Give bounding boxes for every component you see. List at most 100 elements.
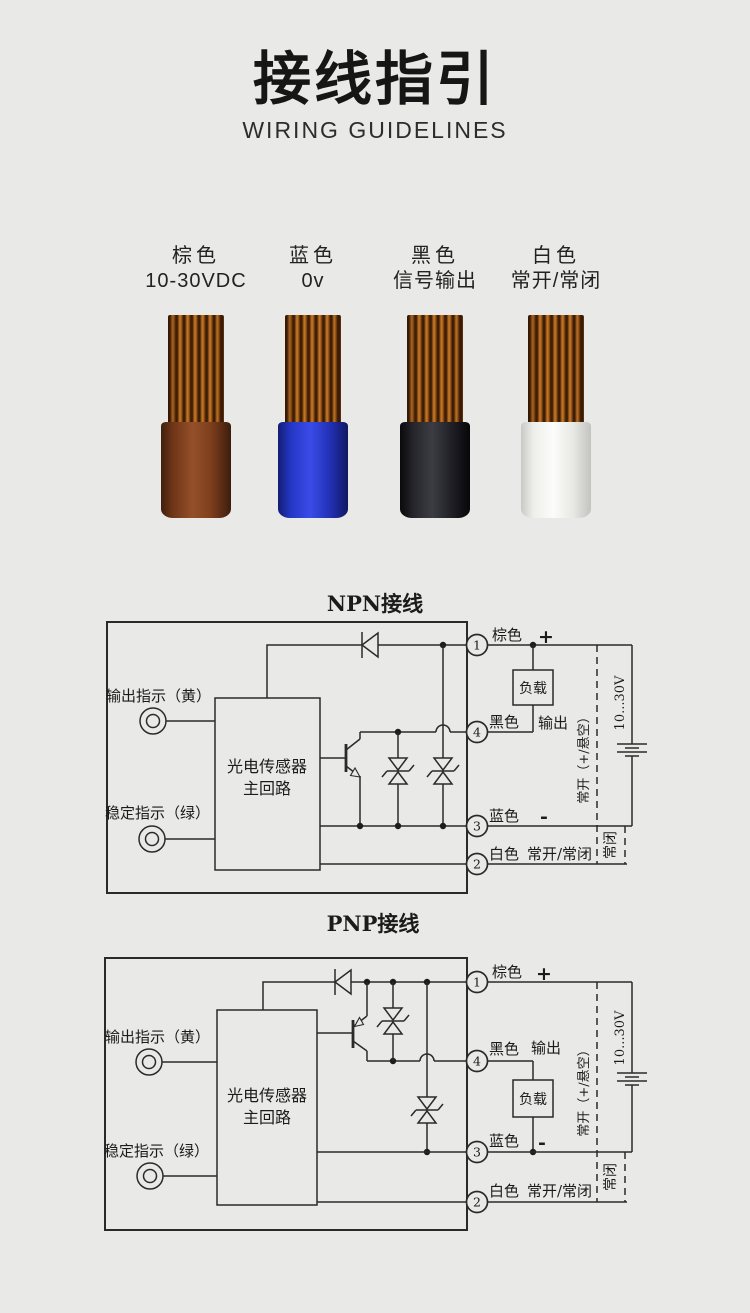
svg-text:4: 4 [473, 1054, 481, 1069]
npn-voltage-label: 10...30V [613, 675, 628, 730]
pnp-wire [487, 1060, 534, 1080]
npn-terminal4-wire-label: 黑色 [489, 713, 519, 731]
pnp-wire [262, 981, 335, 1010]
npn-no-rotated-label: 常开（+/悬空） [577, 710, 592, 803]
page-title: 接线指引 [252, 47, 497, 112]
npn-wire [487, 705, 534, 733]
pnp-output-indicator-label: 输出指示（黄） [105, 1028, 210, 1046]
wire-function: 0v [301, 270, 325, 292]
wire-label: 黑色 信号输出 [370, 244, 500, 294]
pnp-terminal-3: 3 [465, 1140, 489, 1164]
npn-load-label: 负载 [519, 681, 547, 697]
pnp-outer-box [104, 957, 468, 1231]
npn-wire [266, 644, 362, 698]
pnp-plus-sign: + [536, 963, 552, 985]
wire-color-name: 棕色 [172, 245, 220, 267]
copper-strands-icon [407, 315, 463, 423]
npn-stable-indicator-label: 稳定指示（绿） [105, 804, 210, 822]
copper-strands-icon [168, 315, 224, 423]
pnp-diode-icon [333, 968, 352, 996]
wire-sleeve-icon [278, 422, 348, 518]
wire-sleeve-icon [161, 422, 231, 518]
pnp-output-led-icon [135, 1048, 163, 1076]
pnp-terminal3-wire-label: 蓝色 [489, 1132, 519, 1150]
npn-nonc-label: 常开/常闭 [527, 845, 592, 863]
npn-title: NPN接线 [327, 591, 423, 616]
junction-dot [394, 822, 402, 830]
pnp-stable-indicator-label: 稳定指示（绿） [104, 1142, 209, 1160]
pnp-transistor-icon [317, 982, 368, 1061]
npn-main-box-text: 光电传感器 [227, 757, 307, 776]
pnp-main-box-text: 主回路 [243, 1108, 291, 1127]
svg-text:1: 1 [473, 975, 481, 990]
pnp-terminal-2: 2 [465, 1190, 489, 1214]
tvs-diode-icon [381, 757, 415, 785]
junction-dot [439, 822, 447, 830]
pnp-terminal1-wire-label: 棕色 [492, 963, 522, 981]
copper-strands-icon [285, 315, 341, 423]
npn-terminal-3: 3 [465, 814, 489, 838]
npn-diode-icon [360, 631, 379, 659]
svg-text:4: 4 [473, 725, 481, 740]
wire-sleeve-icon [521, 422, 591, 518]
wire-photo-brown [131, 315, 261, 520]
npn-terminal-4: 4 [465, 720, 489, 744]
wire-photo-black [370, 315, 500, 520]
wire-hop [435, 724, 451, 733]
npn-stable-led-icon [138, 825, 166, 853]
npn-wire [359, 731, 467, 739]
copper-strands-icon [528, 315, 584, 423]
legend-wire-blue: 蓝色 0v [248, 0, 378, 530]
wire-label: 白色 常开/常闭 [491, 244, 621, 294]
wire-function: 10-30VDC [145, 270, 247, 292]
pnp-output-label: 输出 [531, 1039, 561, 1057]
pnp-stable-led-icon [136, 1162, 164, 1190]
pnp-main-box-text: 光电传感器 [227, 1086, 307, 1105]
pnp-nc-rotated-label: 常闭 [603, 1163, 619, 1191]
legend-wire-brown: 棕色 10-30VDC [131, 0, 261, 530]
npn-terminal3-wire-label: 蓝色 [489, 807, 519, 825]
pnp-terminal4-wire-label: 黑色 [489, 1040, 519, 1058]
svg-text:1: 1 [473, 638, 481, 653]
wire-color-name: 蓝色 [289, 245, 337, 267]
pnp-battery-icon [616, 982, 648, 1152]
legend-wire-black: 黑色 信号输出 [370, 0, 500, 530]
wire-function: 常开/常闭 [510, 270, 602, 292]
pnp-terminal-4: 4 [465, 1049, 489, 1073]
npn-transistor-icon [320, 738, 362, 826]
npn-terminal1-wire-label: 棕色 [492, 626, 522, 644]
wire-label: 蓝色 0v [248, 244, 378, 294]
npn-outer-box [106, 621, 468, 894]
pnp-terminal2-wire-label: 白色 [489, 1182, 519, 1200]
npn-plus-sign: + [538, 626, 554, 648]
pnp-minus-sign: - [538, 1132, 546, 1154]
svg-text:2: 2 [473, 1195, 481, 1210]
npn-terminal-1: 1 [465, 633, 489, 657]
wire-color-name: 黑色 [411, 245, 459, 267]
npn-terminal2-wire-label: 白色 [489, 845, 519, 863]
pnp-diagram: PNP接线 光电传感器 主回路 输出指示（黄） 稳定指示（绿） [104, 911, 648, 1231]
pnp-no-rotated-label: 常开（+/悬空） [577, 1043, 592, 1136]
svg-text:3: 3 [473, 1145, 481, 1160]
npn-battery-icon [616, 645, 648, 826]
legend-wire-white: 白色 常开/常闭 [491, 0, 621, 530]
npn-output-label: 输出 [538, 714, 568, 732]
pnp-title: PNP接线 [327, 911, 420, 936]
svg-text:2: 2 [473, 857, 481, 872]
wire-color-name: 白色 [532, 245, 580, 267]
pnp-terminal-1: 1 [465, 970, 489, 994]
npn-output-led-icon [139, 707, 167, 735]
pnp-voltage-label: 10...30V [613, 1010, 628, 1065]
pnp-load-label: 负载 [519, 1092, 547, 1108]
tvs-diode-icon [410, 1096, 444, 1124]
npn-output-indicator-label: 输出指示（黄） [106, 687, 211, 705]
pnp-nonc-label: 常开/常闭 [527, 1182, 592, 1200]
npn-terminal-2: 2 [465, 852, 489, 876]
svg-text:3: 3 [473, 819, 481, 834]
pnp-main-circuit-box [216, 1009, 318, 1206]
page-subtitle: WIRING GUIDELINES [242, 117, 508, 143]
npn-nc-rotated-label: 常闭 [603, 831, 619, 859]
wire-function: 信号输出 [393, 270, 477, 292]
